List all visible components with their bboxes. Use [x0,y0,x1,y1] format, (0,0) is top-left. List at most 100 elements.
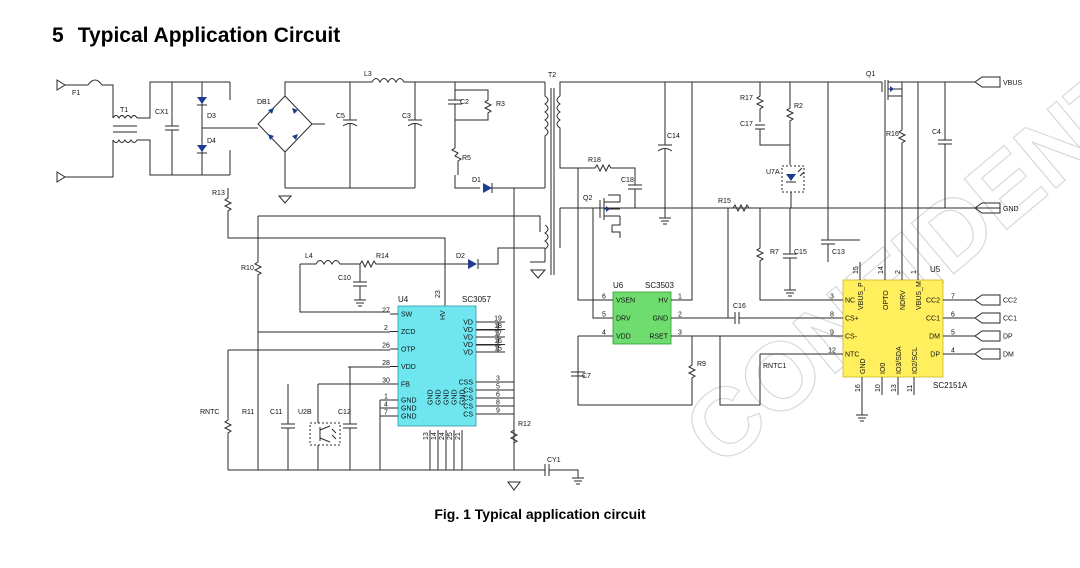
u4-bottom-pin-name: GND [444,389,451,405]
u6-right-pin-number: 2 [678,312,682,319]
u5-right-pin-name: DP [930,352,940,359]
u4-left-pin-name: GND [401,406,417,413]
label-L3: L3 [364,71,372,78]
u4-pin-hv-name: HV [440,310,447,320]
label-CY1: CY1 [547,457,561,464]
label-C10: C10 [338,275,351,282]
ic-u5: U5 SC2151A [842,265,968,422]
section-heading: 5 Typical Application Circuit [52,24,340,48]
label-RNTC: RNTC [200,409,219,416]
u4-right-pin-number: 3 [496,376,500,383]
u4-part: SC3057 [462,295,491,304]
u4-right-pin-name: VD [463,350,473,357]
u4-right-pin-number: 15 [494,346,502,353]
label-R9: R9 [697,361,706,368]
u5-bottom-pin-name: IO2/SCL [912,347,919,374]
u5-right-pin-name: CC1 [926,316,940,323]
label-R13: R13 [212,190,225,197]
label-C4: C4 [932,129,941,136]
u5-left-pin-name: CS- [845,334,858,341]
u4-right-pin-number: 8 [496,400,500,407]
section-number: 5 [52,24,64,47]
u4-right-pin-name: CS [463,388,473,395]
u5-bottom-pin-number: 10 [875,384,882,392]
u5-left-pin-number: 3 [830,294,834,301]
u4-right-pin-number: 19 [494,316,502,323]
u4-right-pin-number: 9 [496,408,500,415]
port-vbus: VBUS [1003,80,1022,87]
u4-bottom-pin-name: GND [436,389,443,405]
u4-left-pin-name: GND [401,414,417,421]
u4-ref: U4 [398,295,409,304]
u4-right-pin-name: CS [463,412,473,419]
label-F1: F1 [72,90,80,97]
label-T1: T1 [120,107,128,114]
u4-right-pin-name: CSS [459,380,474,387]
u4-left-pin-number: 4 [384,402,388,409]
u5-right-pin-number: 7 [951,294,955,301]
u4-left-pin-number: 2 [384,325,388,332]
u4-bottom-pin-name: GND [452,389,459,405]
label-R18: R18 [588,157,601,164]
u5-bottom-pin-number: 16 [855,384,862,392]
label-C15: C15 [794,249,807,256]
u4-right-pin-name: VD [463,320,473,327]
label-U7A: U7A [766,169,780,176]
u4-left-pin-name: FB [401,382,410,389]
u5-top-pin-number: 1 [911,270,918,274]
u4-right-pin-name: VD [463,327,473,334]
u4-left-pin-number: 26 [382,343,390,350]
u4-right-pin-name: VD [463,342,473,349]
port-gnd: GND [1003,206,1019,213]
u4-right-pin-name: CS [463,396,473,403]
u5-left-pin-number: 12 [828,348,836,355]
port-cc1-shape [974,312,1001,324]
label-R5: R5 [462,155,471,162]
u4-left-pin-number: 28 [382,360,390,367]
u4-left-pin-number: 7 [384,410,388,417]
snubber-transformer: C2 R3 R5 D1 T2 [448,72,561,470]
label-C17: C17 [740,121,753,128]
u4-bottom-pin-number: 21 [455,432,462,440]
label-D3: D3 [207,113,216,120]
u6-right-pin-number: 1 [678,294,682,301]
u5-top-pin-name: VBUS_P [858,282,865,310]
section-title: Typical Application Circuit [77,24,341,47]
label-L4: L4 [305,253,313,260]
u5-right-pin-name: DM [929,334,940,341]
label-D1: D1 [472,177,481,184]
label-C2: C2 [460,99,469,106]
u4-bottom-pin-number: 14 [431,432,438,440]
u4-bottom-pin-name: GND [460,389,467,405]
label-R14: R14 [376,253,389,260]
u4-pin-hv-num: 23 [435,290,442,298]
schematic: CONFIDENTIAL F1 T1 CX1 D3 D4 DB1 C5 [56,0,1080,491]
label-D2: D2 [456,253,465,260]
u4-right-pin-number: 5 [496,384,500,391]
label-R3: R3 [496,101,505,108]
u5-bottom-pin-name: GND [860,358,867,374]
label-C7: C7 [582,373,591,380]
label-R16: R16 [886,131,899,138]
u4-left-pin-name: ZCD [401,329,415,336]
u5-right-pin-number: 5 [951,330,955,337]
u5-ref: U5 [930,265,941,274]
u5-top-pin-number: 2 [895,270,902,274]
label-C5: C5 [336,113,345,120]
label-CX1: CX1 [155,109,169,116]
u5-bottom-pin-number: 11 [907,385,914,392]
secondary-section: C14 R18 C18 Q2 R17 C17 R2 U7A R15 R7 C15 [559,71,1022,319]
u6-left-pin-name: VDD [616,334,631,341]
label-C12: C12 [338,409,351,416]
u6-right-pin-number: 3 [678,330,682,337]
u4-right-pin-name: VD [463,335,473,342]
u6-right-pin-name: HV [658,298,668,305]
u4-right-pin-number: 6 [496,392,500,399]
label-RNTC1: RNTC1 [763,363,786,370]
